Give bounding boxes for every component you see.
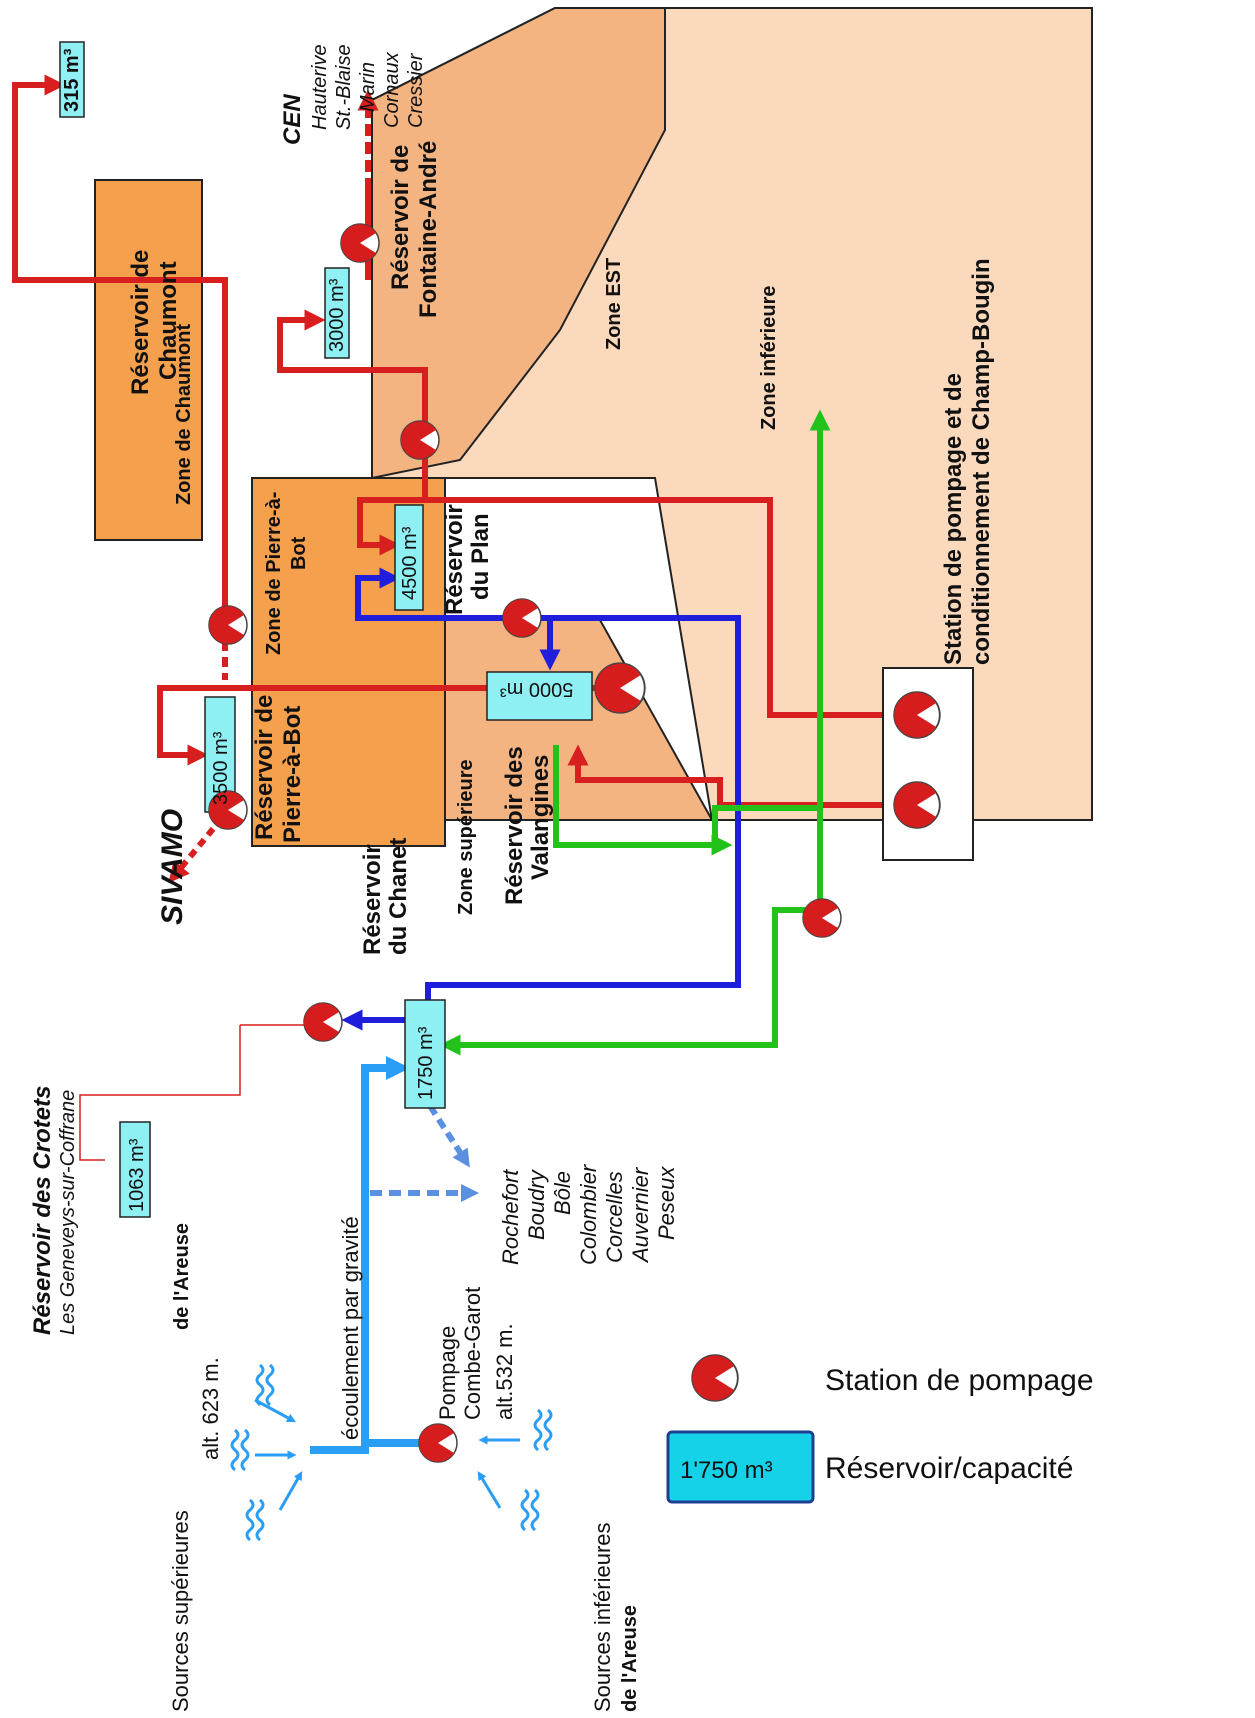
plan-capacity: 4500 m³ — [399, 526, 421, 600]
reservoir-box-valangines — [486, 671, 593, 721]
red-pipes — [12, 74, 890, 884]
chanet-title-1: Réservoir — [359, 844, 386, 955]
pierre-title-2: Pierre-à-Bot — [279, 706, 306, 843]
sources-sup-suffix: de l'Areuse — [171, 1223, 193, 1330]
pump-icon — [893, 691, 941, 739]
crotets-subtitle: Les Geneveys-sur-Coffrane — [57, 1090, 79, 1335]
zone-pierre-label-1: Zone de Pierre-à- — [263, 492, 285, 655]
west-place-1: Rochefort — [498, 1169, 523, 1265]
pump-icon — [400, 420, 440, 460]
crotets-title: Réservoir des Crotets — [29, 1086, 56, 1335]
reservoir-box-chanet — [404, 999, 446, 1109]
legend-pump-label: Station de pompage — [825, 1364, 1094, 1397]
pump-icon — [303, 1002, 343, 1042]
pompage-alt: alt.532 m. — [492, 1323, 517, 1420]
pierre-capacity: 3500 m³ — [210, 731, 232, 805]
cen-label: CEN — [279, 94, 306, 145]
pump-icon — [208, 605, 248, 645]
cen-place-2: St.-Blaise — [333, 44, 355, 130]
chaumont-capacity: 315 m³ — [61, 48, 83, 112]
chaumont-title-1: Réservoir de — [127, 250, 154, 395]
wave-icon — [230, 1428, 250, 1472]
reservoir-boxes — [59, 41, 593, 1218]
pierre-title-1: Réservoir de — [251, 695, 278, 840]
gravity-pipes — [310, 1056, 425, 1454]
sources-inf-label: Sources inférieures — [590, 1522, 615, 1712]
wave-icon — [533, 1408, 553, 1452]
sources-sup-label: Sources supérieures — [168, 1510, 193, 1712]
cen-place-5: Cressier — [405, 52, 427, 128]
pump-icon — [802, 898, 842, 938]
valangines-title-1: Réservoir des — [501, 746, 528, 905]
zone-pierre-label-2: Bot — [288, 536, 310, 570]
dashed-distribution — [370, 1104, 479, 1202]
chaumont-title-2: Chaumont — [155, 261, 182, 380]
cen-place-4: Cornaux — [381, 51, 403, 128]
west-place-5: Corcelles — [602, 1171, 627, 1263]
reservoir-box-chaumont — [59, 41, 85, 118]
west-place-2: Boudry — [524, 1168, 549, 1240]
valangines-capacity: 5000 m³ — [500, 678, 574, 700]
sources-inf-suffix: de l'Areuse — [619, 1605, 641, 1712]
west-place-6: Auvernier — [628, 1166, 653, 1264]
west-place-7: Peseux — [654, 1166, 679, 1240]
cen-place-1: Hauterive — [309, 44, 331, 130]
plan-title-2: du Plan — [467, 513, 494, 600]
zone-inferieure-label: Zone inférieure — [758, 286, 780, 430]
blue-pipes — [341, 567, 741, 1031]
zone-map — [94, 7, 1093, 847]
reservoir-box-crotets — [119, 1121, 151, 1218]
reservoir-box-fontaine-andre — [324, 267, 350, 359]
pump-icon — [418, 1423, 458, 1463]
pump-icon — [594, 662, 646, 714]
crotets-capacity: 1063 m³ — [126, 1138, 148, 1212]
station-line-1: Station de pompage et de — [940, 373, 967, 665]
wave-icon — [520, 1488, 540, 1532]
source-arrows — [254, 1398, 520, 1511]
sivamo-label: SIVAMO — [156, 809, 189, 925]
west-place-3: Bôle — [550, 1171, 575, 1215]
wave-icon — [255, 1363, 275, 1407]
zone-chaumont-label: Zone de Chaumont — [173, 324, 195, 505]
cen-place-3: Marin — [357, 62, 379, 112]
reservoir-box-plan — [394, 504, 424, 611]
zone-superieure-label: Zone supérieure — [455, 759, 477, 915]
legend-reservoir-label: Réservoir/capacité — [825, 1452, 1073, 1485]
chanet-capacity: 1750 m³ — [415, 1026, 437, 1100]
valangines-title-2: Valangines — [527, 755, 554, 880]
fontaine-title-1: Réservoir de — [387, 145, 414, 290]
fontaine-title-2: Fontaine-André — [415, 141, 442, 318]
legend-reservoir-box — [666, 1430, 815, 1504]
sources-sup-alt: alt. 623 m. — [198, 1357, 223, 1460]
pump-icon — [340, 223, 380, 263]
wave-icon — [245, 1498, 265, 1542]
zone-est-label: Zone EST — [603, 258, 625, 350]
plan-title-1: Réservoir — [441, 504, 468, 615]
west-place-4: Colombier — [576, 1163, 601, 1265]
green-pipes — [439, 409, 831, 1056]
crotets-pipe — [79, 1025, 241, 1161]
pompage-label: Pompage — [435, 1326, 460, 1420]
pump-icon — [893, 781, 941, 829]
zone-chaumont-area — [94, 179, 203, 541]
legend-reservoir-sample: 1'750 m³ — [680, 1457, 773, 1484]
station-line-2: conditionnement de Champ-Bougin — [968, 258, 995, 665]
gravity-label: écoulement par gravité — [338, 1216, 363, 1440]
legend-pump-icon — [691, 1354, 739, 1402]
zone-est-area — [371, 7, 666, 480]
chanet-title-2: du Chanet — [385, 838, 412, 955]
combe-garot-label: Combe-Garot — [460, 1287, 485, 1420]
fontaine-capacity: 3000 m³ — [326, 278, 348, 352]
pump-icon — [502, 598, 542, 638]
